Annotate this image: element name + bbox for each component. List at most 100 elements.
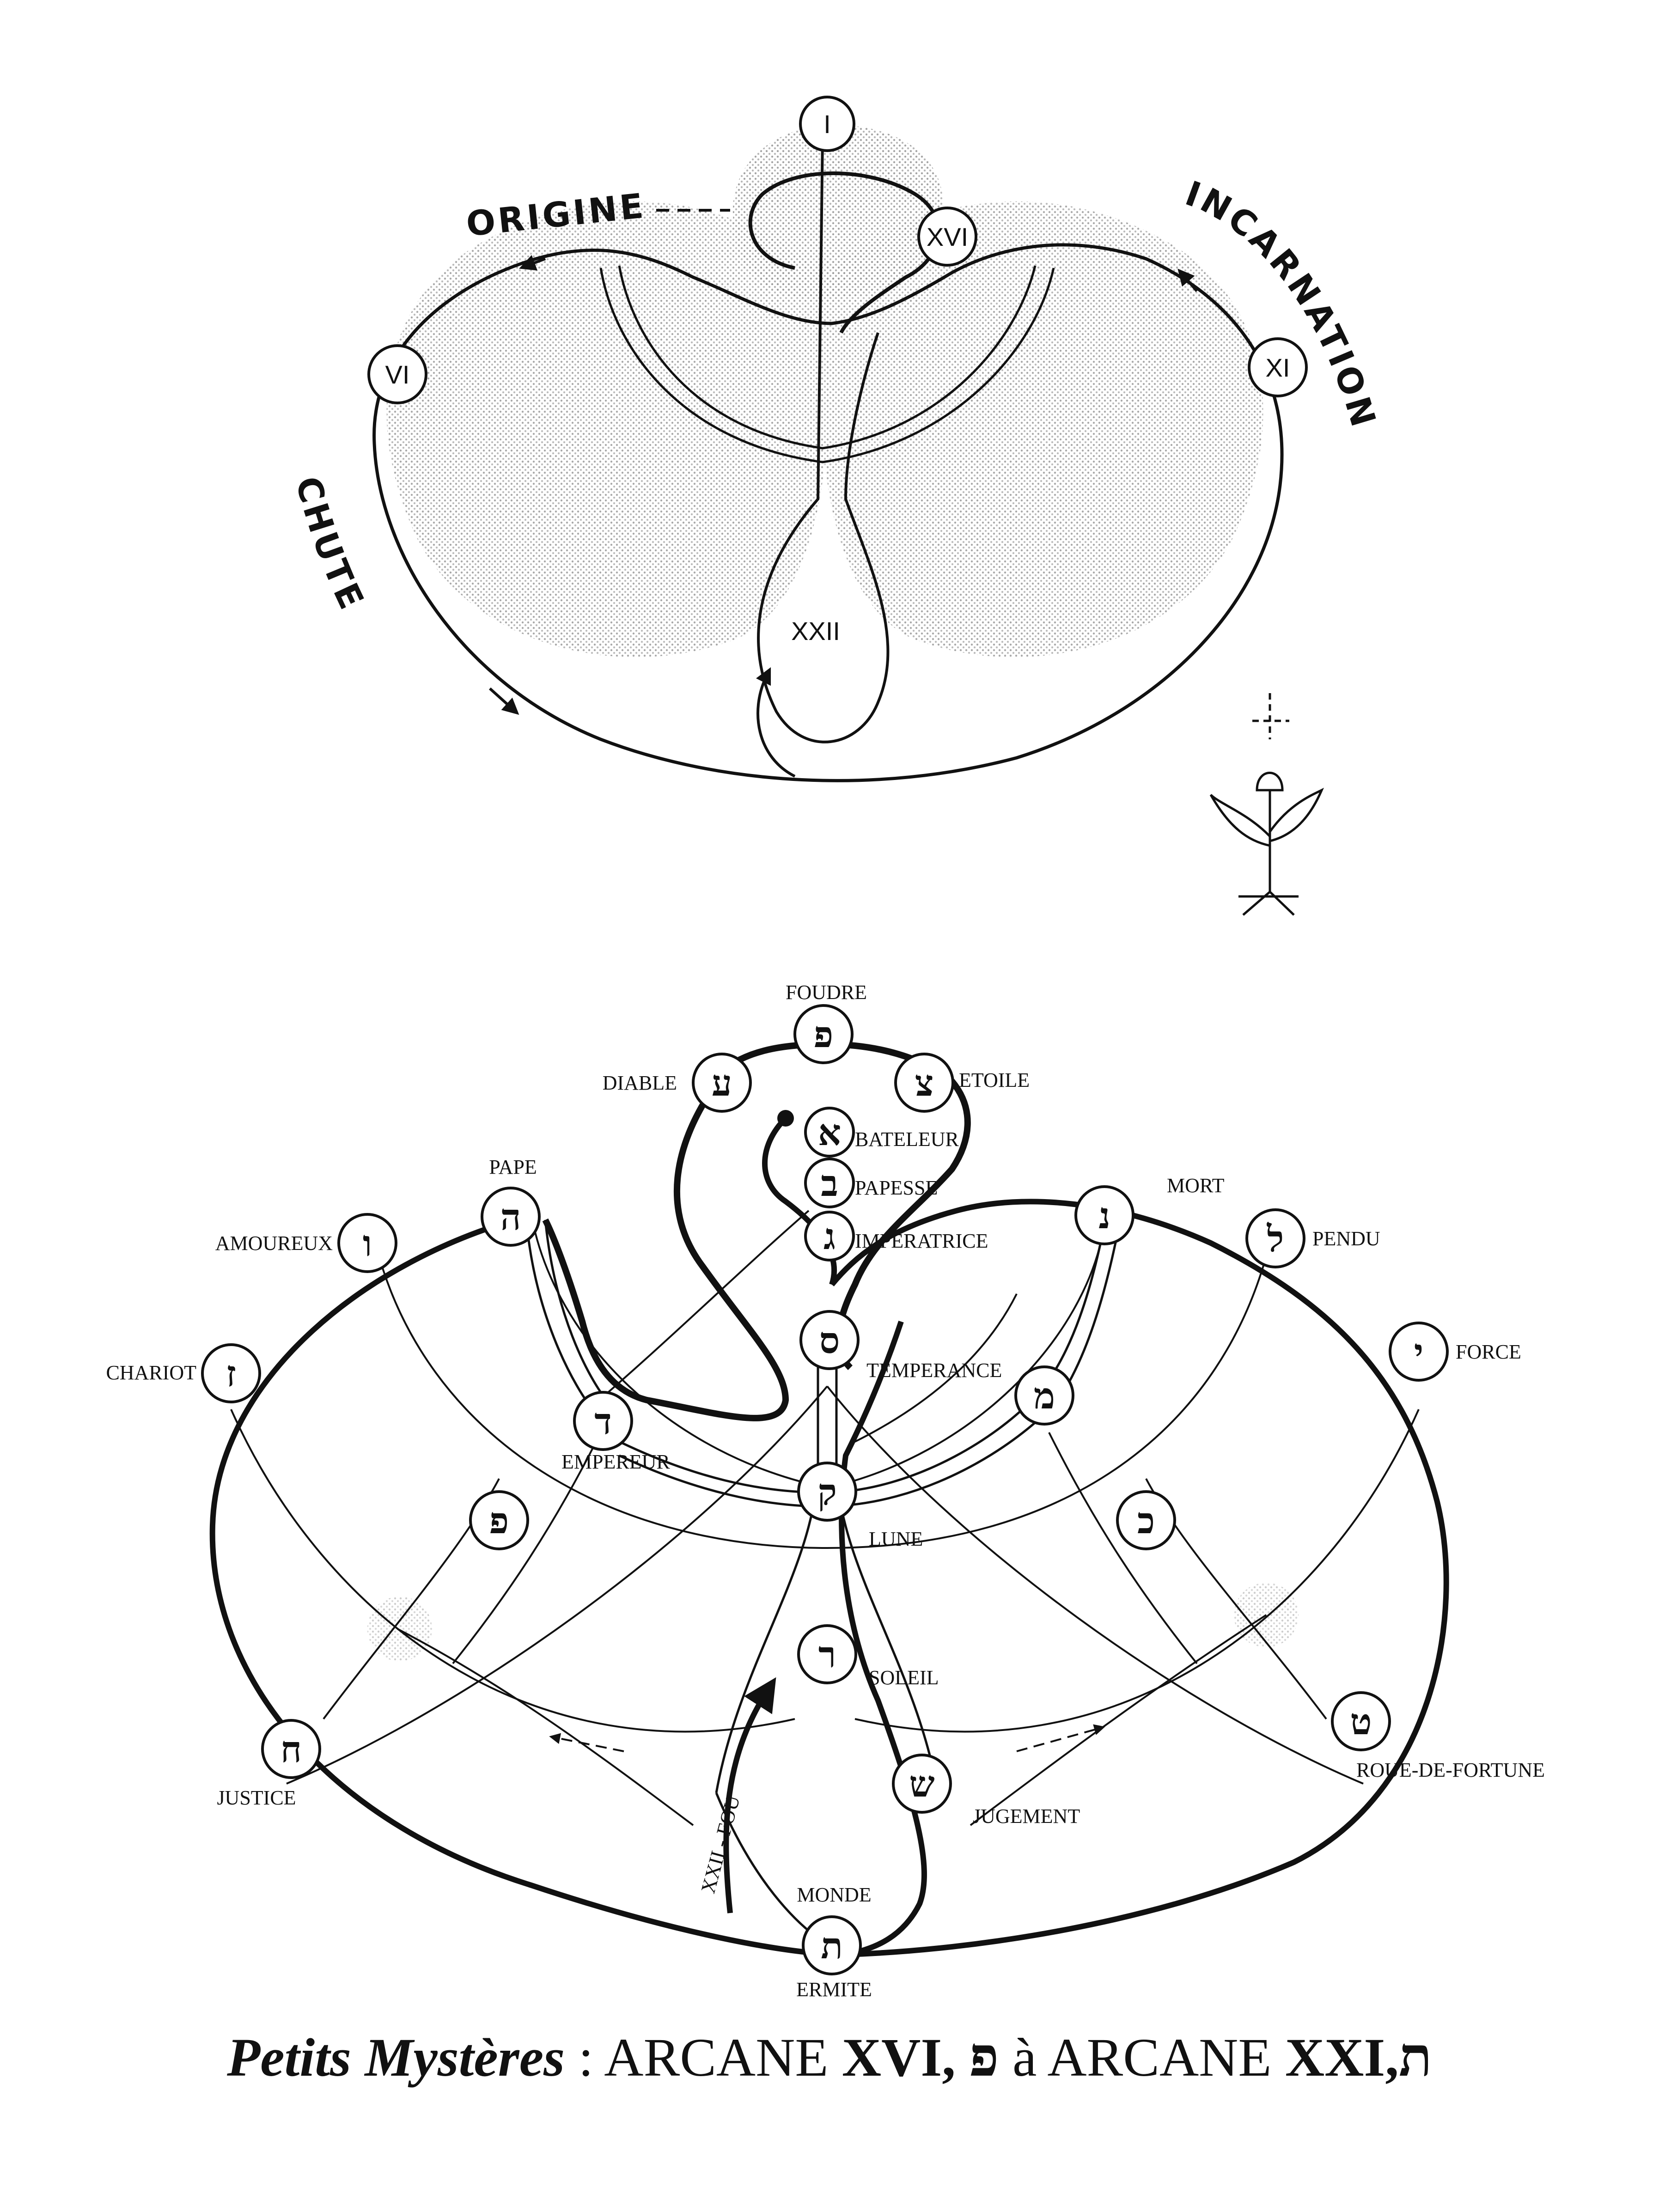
- node-nun-mort: נ: [1074, 1185, 1134, 1245]
- svg-text:פ: פ: [814, 1014, 833, 1056]
- caption-comma-1: ,: [942, 2027, 956, 2088]
- label-roue: ROUE-DE-FORTUNE: [1356, 1759, 1545, 1781]
- top-loop-shading: [732, 125, 943, 300]
- caption-comma-2: ,: [1385, 2027, 1399, 2088]
- node-resh-soleil: ר: [797, 1624, 857, 1684]
- label-soleil: SOLEIL: [869, 1666, 939, 1689]
- label-chariot: CHARIOT: [106, 1361, 196, 1384]
- node-kaph: כ: [1116, 1490, 1176, 1550]
- central-loop: [757, 138, 890, 743]
- lower-top-loop: [542, 1089, 789, 1421]
- svg-text:כ: כ: [1137, 1500, 1155, 1542]
- node-qoph-lune: ק: [797, 1462, 857, 1522]
- node-heth-justice: ח: [261, 1719, 321, 1779]
- label-pape: PAPE: [489, 1156, 537, 1178]
- caption-letter-2: ת: [1398, 2027, 1432, 2088]
- fou-ascending-arrow: [723, 1677, 776, 1913]
- label-imperatrice: IMPERATRICE: [855, 1230, 988, 1252]
- node-mem: מ: [1014, 1365, 1074, 1426]
- flower-bell-symbol: [1209, 693, 1324, 916]
- lower-outer-oval: [209, 1199, 1449, 1958]
- label-papesse: PAPESSE: [855, 1176, 938, 1199]
- caption-num-2: XXI: [1285, 2027, 1385, 2088]
- svg-text:ב: ב: [821, 1163, 838, 1205]
- inner-arc-left-2: [618, 265, 1037, 450]
- svg-text:ט: ט: [1350, 1701, 1372, 1743]
- upper-diagram: I XVI VI XI XXII ORIGINE INCARNATION CHU…: [287, 96, 1381, 916]
- arrow-origine: [519, 255, 546, 271]
- label-pendu: PENDU: [1312, 1227, 1380, 1250]
- label-temperance: TEMPERANCE: [866, 1359, 1002, 1382]
- chute-label: CHUTE: [287, 473, 372, 618]
- top-small-loop: [748, 171, 940, 334]
- left-lobe-shading: [386, 201, 825, 658]
- inner-arc-left: [599, 268, 1055, 463]
- caption-mid: à: [999, 2027, 1048, 2088]
- node-yod-force: י: [1389, 1322, 1449, 1382]
- svg-text:ק: ק: [817, 1471, 837, 1513]
- right-dashed-arrow: [1016, 1724, 1105, 1752]
- node-VI: VI: [367, 344, 427, 404]
- node-XXII-label: XXII: [791, 616, 840, 646]
- left-dashed-arrow: [549, 1733, 624, 1752]
- label-amoureux: AMOUREUX: [215, 1232, 333, 1255]
- svg-text:ש: ש: [909, 1763, 934, 1805]
- svg-text:XVI: XVI: [927, 222, 968, 251]
- svg-text:I: I: [823, 110, 831, 139]
- label-fou: XXII - FOU: [696, 1793, 744, 1896]
- arrow-chute: [488, 687, 519, 715]
- svg-text:א: א: [818, 1112, 841, 1154]
- caption-num-1: XVI: [842, 2027, 942, 2088]
- svg-text:י: י: [1414, 1331, 1423, 1373]
- arrow-incarnation: [1177, 268, 1198, 292]
- svg-text:נ: נ: [1098, 1195, 1110, 1237]
- node-pe-left: פ: [469, 1490, 529, 1550]
- svg-text:פ: פ: [489, 1500, 509, 1542]
- svg-text:ח: ח: [281, 1729, 302, 1771]
- svg-text:ס: ס: [819, 1320, 840, 1362]
- node-XVI: XVI: [917, 207, 977, 267]
- svg-text:ו: ו: [363, 1223, 372, 1265]
- label-lune: LUNE: [869, 1528, 923, 1550]
- return-arrow-bottom: [756, 667, 796, 778]
- svg-text:צ: צ: [915, 1062, 934, 1104]
- svg-text:VI: VI: [385, 360, 410, 389]
- svg-text:ע: ע: [712, 1062, 732, 1104]
- left-grid-lines: [230, 1215, 828, 1826]
- node-beth-papesse: ב: [804, 1158, 855, 1208]
- caption-title: Petits Mystères: [227, 2027, 565, 2088]
- caption-sep: :: [565, 2027, 604, 2088]
- node-gimel-imperatrice: ג: [804, 1211, 855, 1261]
- label-foudre: FOUDRE: [786, 981, 867, 1004]
- node-pe-foudre: פ: [793, 1004, 854, 1064]
- descending-line: [839, 1321, 927, 1957]
- svg-text:ת: ת: [821, 1925, 843, 1967]
- node-teth-roue: ט: [1331, 1691, 1391, 1751]
- label-ermite: ERMITE: [796, 1978, 872, 2001]
- label-mort: MORT: [1167, 1174, 1225, 1197]
- node-daleth-empereur: ד: [573, 1391, 633, 1451]
- svg-text:ד: ד: [594, 1401, 612, 1443]
- label-jugement: JUGEMENT: [973, 1805, 1080, 1828]
- node-XI: XI: [1248, 337, 1308, 397]
- label-justice: JUSTICE: [217, 1786, 296, 1809]
- svg-text:XI: XI: [1266, 353, 1290, 382]
- caption: Petits Mystères : ARCANE XVI, פ à ARCANE…: [0, 2026, 1659, 2089]
- svg-text:ג: ג: [823, 1216, 836, 1258]
- node-vav-amoureux: ו: [337, 1213, 397, 1273]
- svg-text:ה: ה: [500, 1196, 521, 1238]
- caption-arcane-1: ARCANE: [604, 2027, 842, 2088]
- node-I: I: [799, 96, 855, 152]
- node-zayin-chariot: ז: [201, 1343, 261, 1403]
- label-monde: MONDE: [797, 1883, 871, 1906]
- snake-head: [777, 1110, 794, 1127]
- svg-text:מ: מ: [1034, 1375, 1055, 1417]
- node-lamed-pendu: ל: [1245, 1208, 1305, 1268]
- caption-arcane-2: ARCANE: [1047, 2027, 1285, 2088]
- right-grid-lines: [577, 1210, 1420, 1826]
- lower-diagram: פ ע צ א ב ג ה ו: [106, 981, 1545, 2001]
- label-etoile: ETOILE: [959, 1069, 1030, 1091]
- left-faint-spot: [367, 1597, 432, 1661]
- node-shin-jugement: ש: [892, 1754, 952, 1814]
